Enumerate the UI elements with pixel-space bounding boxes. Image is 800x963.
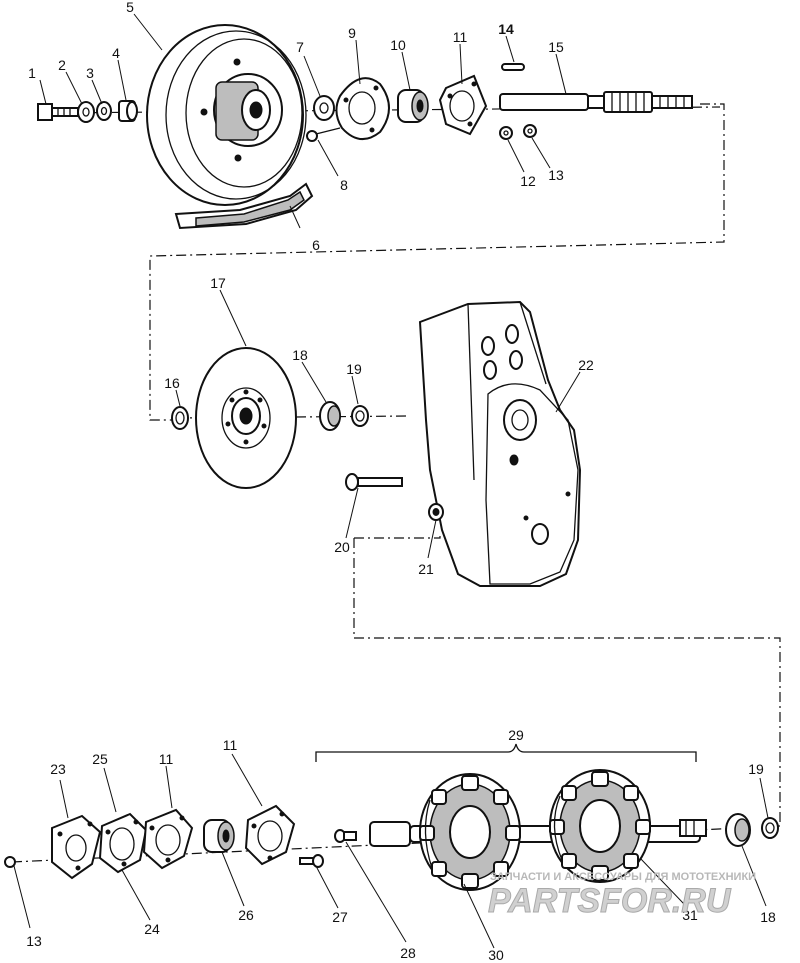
plate-part-25: [98, 812, 148, 874]
callout-1: 1: [28, 65, 36, 81]
driven-disc-part-17: [195, 347, 297, 489]
callout-13-bottom: 13: [26, 933, 42, 949]
callout-10: 10: [390, 37, 406, 53]
callout-15: 15: [548, 39, 564, 55]
screw-part-27: [299, 854, 324, 868]
chaincase-part-22: [418, 300, 582, 587]
flange-part-23: [51, 814, 102, 880]
ring-part-16: [171, 406, 189, 430]
callout-5: 5: [126, 0, 134, 15]
washer-part-2: [77, 101, 95, 123]
callout-11: 11: [453, 29, 468, 45]
watermark-caption: ЗАПЧАСТИ И АКСЕССУАРЫ ДЛЯ МОТОТЕХНИКИ: [490, 871, 756, 883]
callout-2: 2: [58, 57, 66, 73]
callout-9: 9: [348, 25, 356, 41]
callout-29: 29: [508, 727, 524, 743]
drive-belt-part-6: [174, 182, 314, 230]
callout-23: 23: [50, 761, 66, 777]
callout-18: 18: [292, 347, 308, 363]
bearing-part-10: [397, 89, 429, 123]
callout-8: 8: [340, 177, 348, 193]
callout-13: 13: [548, 167, 564, 183]
sprocket-part-31: [549, 769, 651, 883]
flange-part-11-bottom-left: [142, 808, 194, 870]
callout-31: 31: [682, 907, 698, 923]
callout-24: 24: [144, 921, 160, 937]
callout-30: 30: [488, 947, 504, 963]
washer-part-7: [313, 95, 335, 121]
callout-labels: 1 2 3 4 5 6 7 8 9 10 11 12 13 14 15 16 1…: [26, 0, 776, 963]
nut-part-12: [499, 126, 513, 140]
callout-3: 3: [86, 65, 94, 81]
bearing-part-18-bottom: [725, 813, 751, 847]
callout-22: 22: [578, 357, 594, 373]
nut-part-13-top: [523, 124, 537, 138]
callout-27: 27: [332, 909, 348, 925]
bearing-part-26: [203, 819, 235, 853]
callout-7: 7: [296, 39, 304, 55]
callout-4: 4: [112, 45, 120, 61]
bolt-part-20: [345, 473, 403, 491]
watermark: ЗАПЧАСТИ И АКСЕССУАРЫ ДЛЯ МОТОТЕХНИКИ PA…: [488, 871, 757, 921]
flange-part-11-bottom-right: [244, 804, 296, 866]
callout-28: 28: [400, 945, 416, 961]
sprocket-part-30: [419, 773, 521, 891]
nut-part-21: [428, 503, 444, 521]
spacer-part-4: [118, 100, 138, 122]
washer-part-3: [96, 101, 112, 121]
callout-16: 16: [164, 375, 180, 391]
callout-19: 19: [346, 361, 362, 377]
ring-part-19-bottom: [761, 817, 779, 839]
flange-part-11-top: [438, 74, 488, 136]
callout-12: 12: [520, 173, 536, 189]
flange-part-9: [335, 77, 390, 140]
callout-25: 25: [92, 751, 108, 767]
drive-pulley-part-5: [146, 24, 307, 206]
callout-17: 17: [210, 275, 226, 291]
nut-part-13-bottom: [4, 856, 16, 868]
callout-26: 26: [238, 907, 254, 923]
callout-18-bottom: 18: [760, 909, 776, 925]
callout-21: 21: [418, 561, 434, 577]
screw-part-28: [334, 829, 357, 843]
callout-19-bottom: 19: [748, 761, 764, 777]
screw-part-8: [306, 127, 341, 142]
ring-part-19-mid: [351, 405, 369, 427]
leader-lines: [13, 13, 769, 949]
watermark-brand: PARTSFOR.RU: [488, 882, 732, 920]
key-part-14: [501, 63, 525, 71]
bolt-part-1: [37, 103, 79, 121]
callout-6: 6: [312, 237, 320, 253]
callout-14: 14: [498, 21, 514, 37]
callout-11-bottom-left: 11: [159, 751, 174, 767]
callout-20: 20: [334, 539, 350, 555]
bearing-part-18-mid: [319, 401, 341, 431]
shaft-part-15: [499, 91, 693, 113]
callout-11-bottom-right: 11: [223, 737, 238, 753]
